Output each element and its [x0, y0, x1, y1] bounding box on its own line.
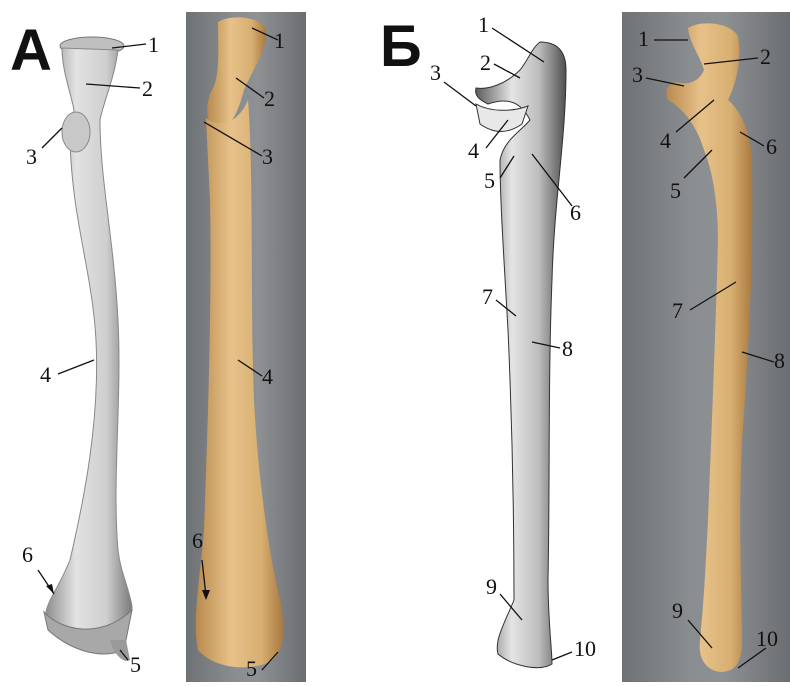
label-a-drawing-3: 3: [26, 146, 37, 168]
label-b-drawing-8: 8: [562, 338, 573, 360]
label-a-photo-3: 3: [262, 146, 273, 168]
label-a-photo-5: 5: [246, 658, 257, 680]
label-a-drawing-4: 4: [40, 364, 51, 386]
label-a-photo-2: 2: [264, 88, 275, 110]
label-a-drawing-6: 6: [22, 544, 33, 566]
label-b-photo-10: 10: [756, 628, 778, 650]
label-b-drawing-1: 1: [478, 14, 489, 36]
label-b-drawing-9: 9: [486, 576, 497, 598]
label-b-photo-1: 1: [638, 28, 649, 50]
label-b-drawing-5: 5: [484, 170, 495, 192]
label-b-photo-4: 4: [660, 130, 671, 152]
radius-drawing: [44, 37, 132, 661]
label-b-drawing-7: 7: [482, 286, 493, 308]
photo-background-b: [622, 12, 790, 682]
label-a-photo-4: 4: [262, 366, 273, 388]
label-b-photo-9: 9: [672, 600, 683, 622]
photo-background-a: [186, 12, 306, 682]
label-a-photo-6: 6: [192, 530, 203, 552]
label-a-drawing-5: 5: [130, 654, 141, 676]
label-b-photo-5: 5: [670, 180, 681, 202]
panel-letter-b: Б: [380, 18, 422, 76]
label-b-photo-7: 7: [672, 300, 683, 322]
label-b-photo-6: 6: [766, 136, 777, 158]
label-b-drawing-3: 3: [430, 62, 441, 84]
label-b-photo-3: 3: [632, 64, 643, 86]
label-a-drawing-2: 2: [142, 78, 153, 100]
label-a-photo-1: 1: [274, 30, 285, 52]
panel-letter-a: А: [10, 22, 52, 80]
label-b-photo-8: 8: [774, 350, 785, 372]
label-b-photo-2: 2: [760, 46, 771, 68]
label-b-drawing-2: 2: [480, 52, 491, 74]
label-b-drawing-10: 10: [574, 638, 596, 660]
label-b-drawing-6: 6: [570, 202, 581, 224]
label-b-drawing-4: 4: [468, 140, 479, 162]
label-a-drawing-1: 1: [148, 34, 159, 56]
